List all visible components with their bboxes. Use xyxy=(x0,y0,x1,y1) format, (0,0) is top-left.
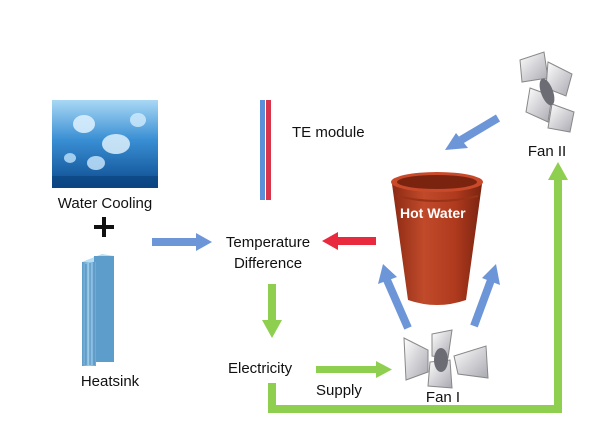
fan-2-icon xyxy=(519,51,575,133)
supply-label: Supply xyxy=(316,382,362,399)
hot-water-label: Hot Water xyxy=(400,205,466,221)
arrow-cooling-to-temperature xyxy=(152,233,212,251)
plus-icon xyxy=(94,217,114,237)
heatsink-image xyxy=(82,254,114,366)
arrow-electricity-to-fan-1 xyxy=(316,361,392,378)
arrow-electricity-to-fan-2 xyxy=(268,162,568,413)
arrow-hot-water-to-temperature xyxy=(322,232,376,250)
fan-1-icon xyxy=(403,329,489,389)
water-cooling-image xyxy=(52,100,158,188)
fan-1-label: Fan I xyxy=(425,389,461,406)
heatsink-label: Heatsink xyxy=(80,373,140,390)
water-cooling-label: Water Cooling xyxy=(57,195,153,212)
arrow-fan-1-to-cup-left xyxy=(378,264,412,330)
electricity-label: Electricity xyxy=(228,360,293,377)
arrow-fan-2-to-cup xyxy=(445,114,501,150)
te-module-label: TE module xyxy=(292,124,365,141)
difference-label: Difference xyxy=(233,255,303,272)
te-module-icon xyxy=(260,100,271,200)
fan-2-label: Fan II xyxy=(527,143,567,160)
arrow-fan-1-to-cup-right xyxy=(470,264,500,328)
hot-water-cup-image xyxy=(391,172,483,305)
temperature-label: Temperature xyxy=(225,234,311,251)
arrow-temperature-to-electricity xyxy=(262,284,282,338)
